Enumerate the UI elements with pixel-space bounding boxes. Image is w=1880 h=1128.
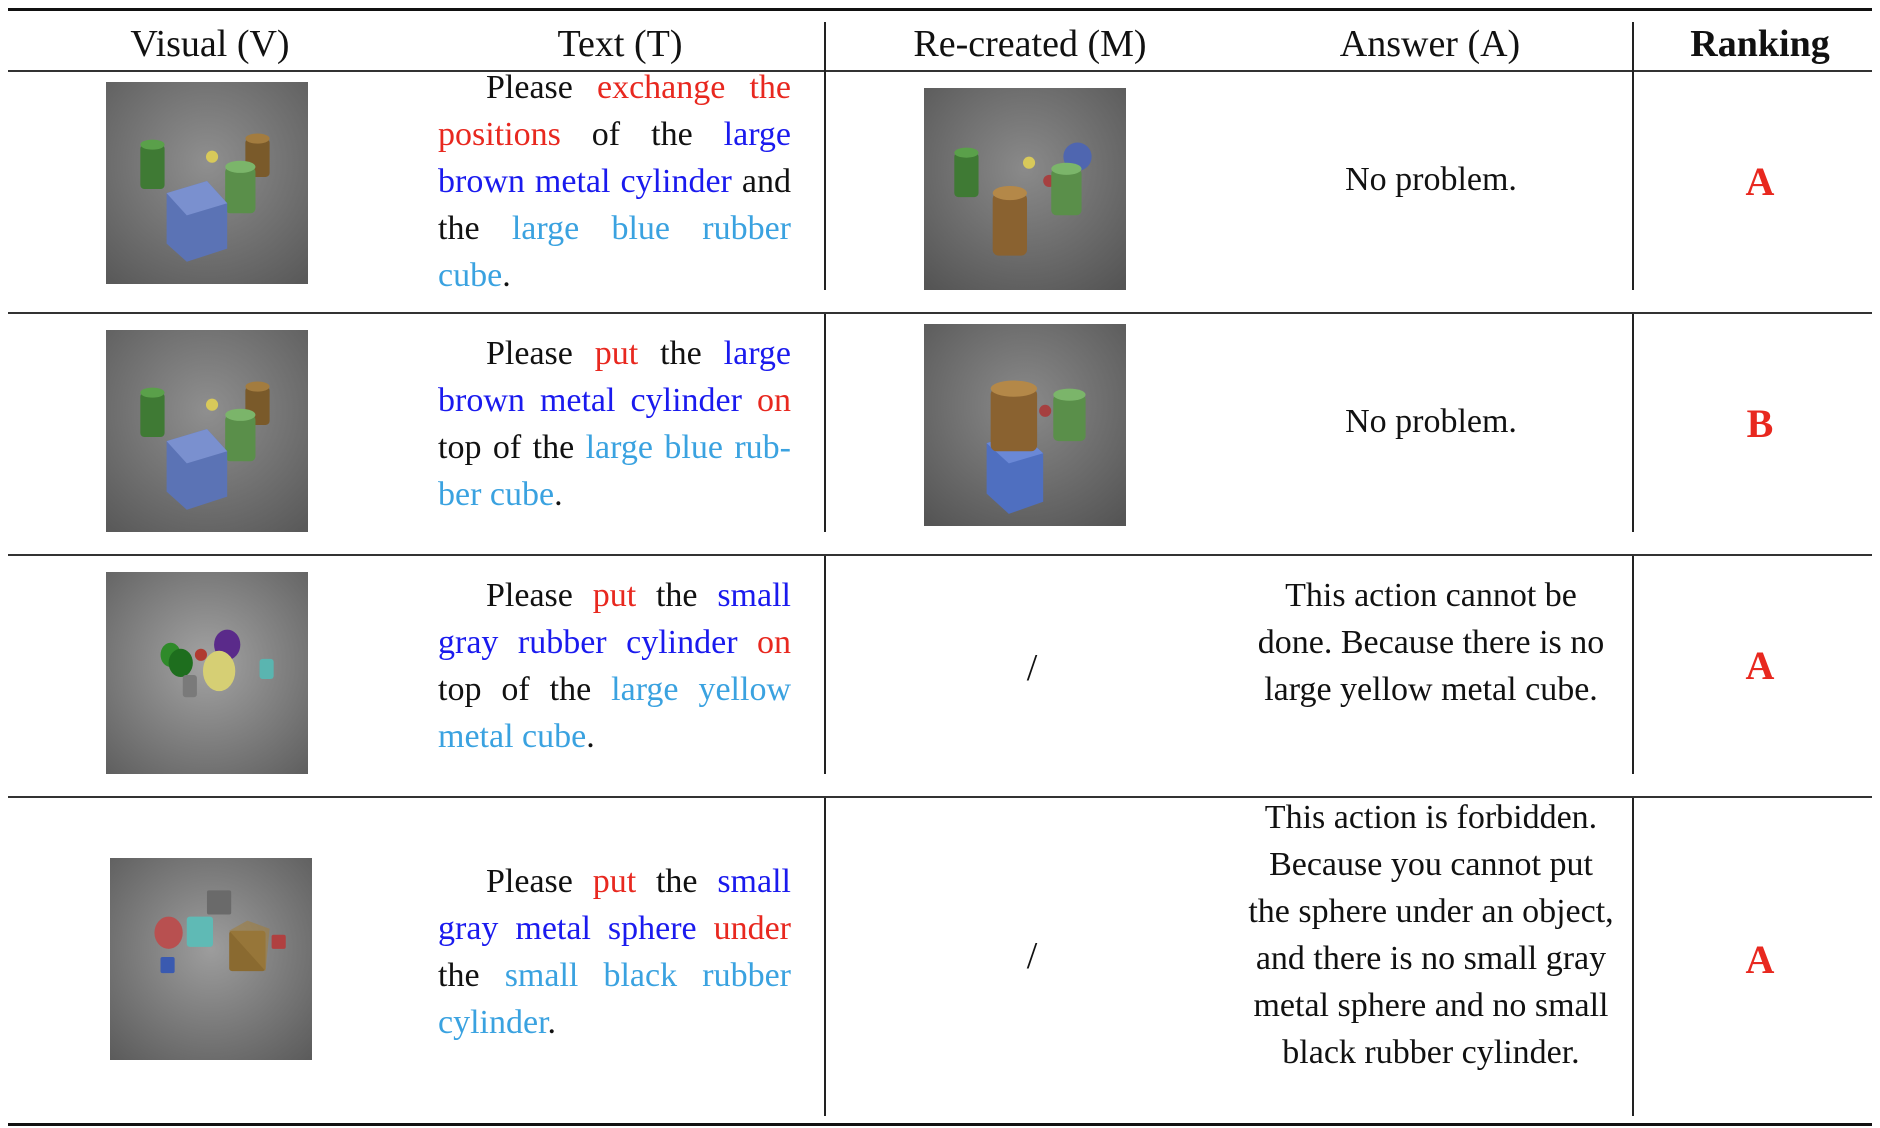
row-divider [8,312,1872,314]
text-segment: Please [486,335,595,372]
ranking-value: A [1745,159,1775,204]
instruction-text: Please put the small gray metal sphere u… [438,858,791,1046]
text-segment: large yellow metal cube [438,671,791,755]
column-divider [1632,22,1634,290]
instruction-text: Please put the small gray rubber cylinde… [438,572,791,760]
answer-text: This action is forbidden. Because you ca… [1248,799,1614,1071]
visual-image [110,858,312,1060]
text-segment: Please [486,69,597,106]
header-ranking: Ranking [1690,23,1830,65]
text-segment: large brown metal cylinder [438,335,791,419]
ranking-value: A [1745,643,1775,688]
text-segment: . [554,476,563,513]
top-rule [8,8,1872,11]
text-segment: put [592,863,637,900]
bottom-rule [8,1123,1872,1126]
column-divider [824,556,826,774]
answer-text: No problem. [1345,161,1517,198]
row-divider [8,796,1872,798]
ranking-value: B [1746,401,1774,446]
text-segment: and the [438,163,792,247]
text-segment: . [586,718,595,755]
column-divider [1632,556,1634,774]
text-segment: the [636,863,718,900]
text-segment: small gray metal sphere [438,863,791,947]
recreated-placeholder: / [1026,935,1038,977]
recreated-image [924,88,1126,290]
visual-image [106,82,308,284]
text-segment: the [438,957,505,994]
header-visual: Visual (V) [130,23,290,65]
header-text: Text (T) [557,23,683,65]
text-segment: Please [486,863,593,900]
ranking-value: A [1745,937,1775,982]
text-segment: exchange the positions [438,69,792,153]
text-segment: of the [560,116,724,153]
column-divider [824,314,826,532]
text-segment: the [638,335,724,372]
visual-image [106,330,308,532]
text-segment: on [741,382,792,419]
text-segment: large blue rub-ber cube [438,429,791,513]
visual-image [106,572,308,774]
text-segment: . [502,257,511,294]
header-rule [8,70,1872,72]
text-segment: large blue rubber cube [438,210,791,294]
answer-text: This action cannot be done. Because ther… [1257,577,1605,708]
text-segment: top of the [438,671,612,708]
column-divider [824,798,826,1116]
header-answer: Answer (A) [1339,23,1521,65]
column-divider [824,22,826,290]
text-segment: the [636,577,718,614]
recreated-placeholder: / [1026,647,1038,689]
instruction-text: Please put the large brown metal cylinde… [438,330,791,518]
text-segment: under [696,910,791,947]
row-divider [8,554,1872,556]
column-divider [1632,314,1634,532]
text-segment: small gray rubber cylinder [438,577,791,661]
text-segment: small black rubber cylinder [438,957,791,1041]
text-segment: on [737,624,791,661]
recreated-image [924,324,1126,526]
text-segment: put [594,335,639,372]
instruction-text: Please exchange the positions of the lar… [438,64,791,299]
answer-text: No problem. [1345,403,1517,440]
text-segment: top of the [438,429,586,466]
text-segment: . [547,1004,557,1041]
text-segment: put [592,577,637,614]
text-segment: large brown metal cylinder [438,116,791,200]
text-segment: Please [486,577,593,614]
column-divider [1632,798,1634,1116]
header-recreated: Re-created (M) [913,23,1147,65]
